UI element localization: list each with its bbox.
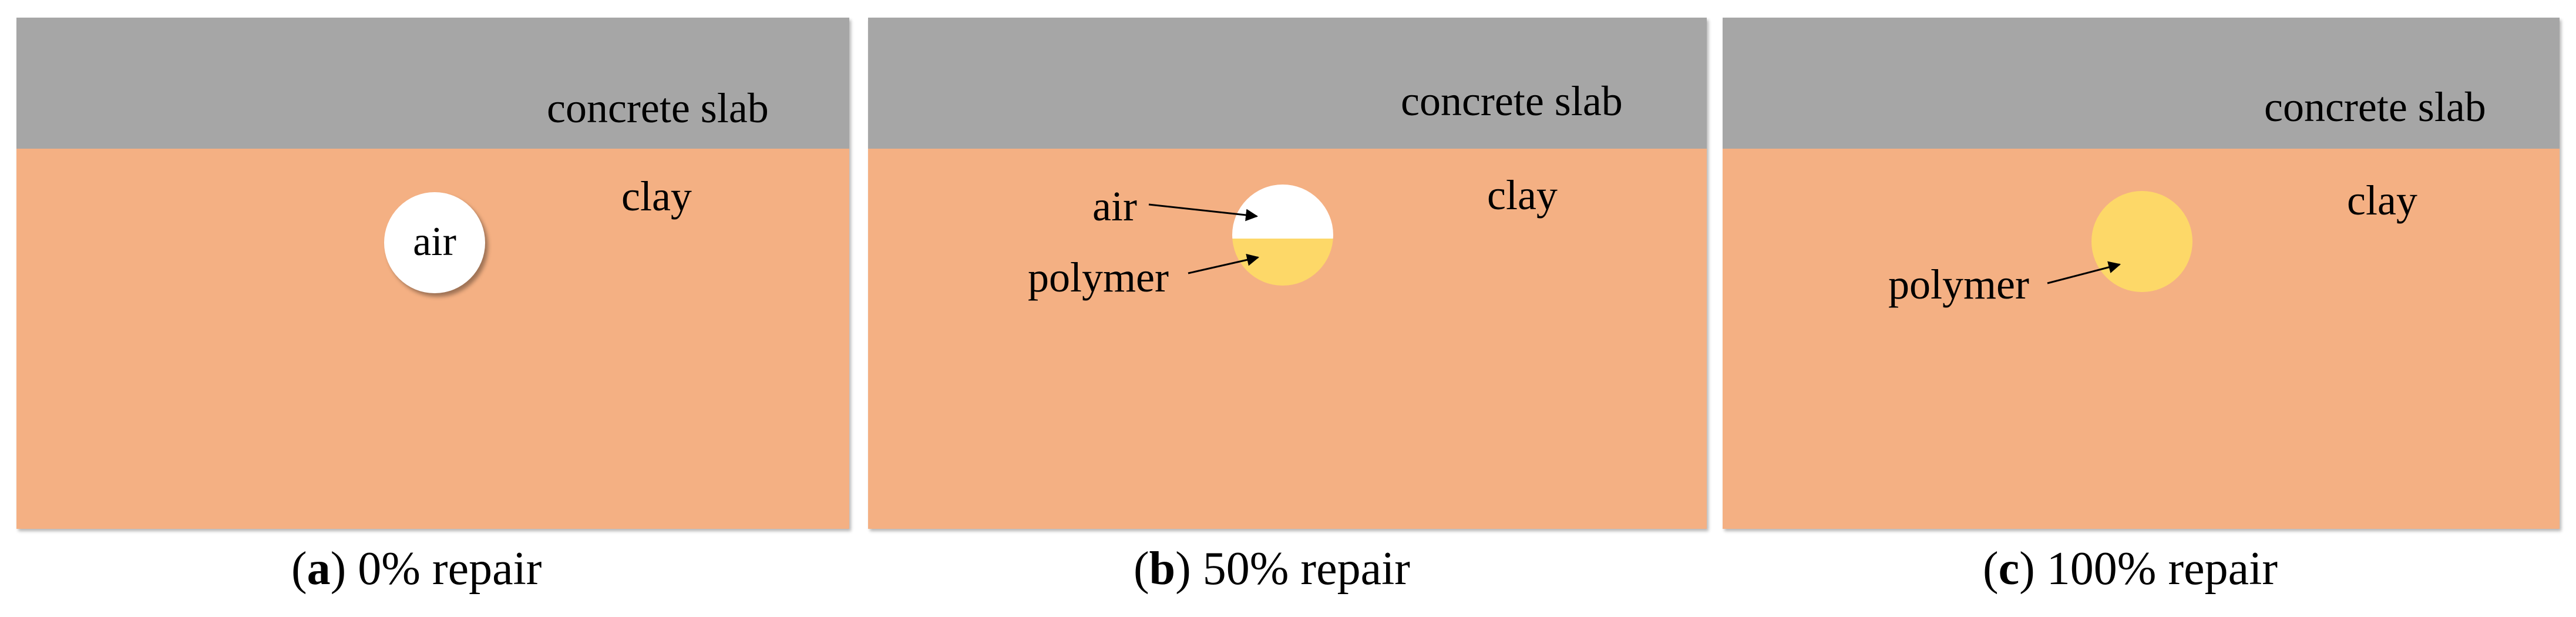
panel-c: concrete slab clay polymer [1723,18,2560,529]
concrete-slab-label: concrete slab [1401,78,1623,125]
caption-letter: b [1149,543,1176,595]
caption-c: (c) 100% repair [1983,543,2278,595]
panel-b: concrete slab clay air polymer [868,18,1707,529]
caption-letter: a [307,543,331,595]
air-void: air [384,192,485,293]
concrete-slab-layer [868,18,1707,149]
caption-letter: c [1998,543,2020,595]
caption-b: (b) 50% repair [1134,543,1410,595]
polymer-label: polymer [1028,254,1169,301]
concrete-slab-label: concrete slab [547,85,769,132]
caption-a: (a) 0% repair [291,543,542,595]
concrete-slab-label: concrete slab [2264,83,2486,130]
panel-a: concrete slab clay air [16,18,849,529]
concrete-slab-layer [16,18,849,149]
polymer-portion [1232,239,1333,286]
air-label: air [1092,183,1137,230]
concrete-slab-layer [1723,18,2560,149]
half-filled-void [1232,185,1333,286]
air-portion [1232,185,1333,239]
clay-label: clay [621,173,692,220]
clay-label: clay [2347,177,2417,224]
polymer-filled-void [2091,191,2192,292]
polymer-label: polymer [1888,261,2029,308]
air-label: air [413,219,456,264]
clay-label: clay [1487,172,1558,219]
